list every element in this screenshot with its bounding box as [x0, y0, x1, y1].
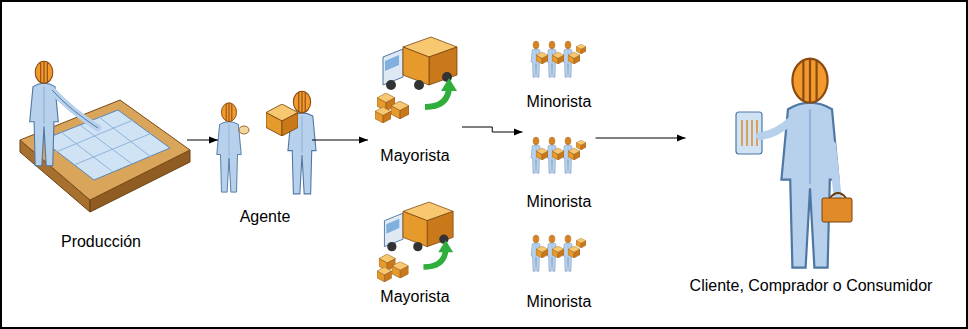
flow-arrow	[462, 127, 523, 132]
agent-icon	[217, 91, 316, 194]
node-label: Cliente, Comprador o Consumidor	[690, 277, 933, 295]
retailer-icon	[531, 137, 586, 173]
node-label: Agente	[240, 208, 291, 226]
actor-node: Mayorista	[368, 195, 462, 306]
wholesaler-truck	[377, 202, 453, 282]
retailer-icon	[531, 41, 586, 77]
node-label: Producción	[61, 233, 141, 251]
actor-node: Minorista	[523, 132, 596, 211]
node-label: Minorista	[527, 93, 592, 111]
node-label: Mayorista	[380, 288, 449, 306]
actor-node: Agente	[218, 85, 312, 226]
flow-arrow	[187, 140, 218, 141]
flow-arrow	[312, 140, 368, 141]
wholesaler-truck	[375, 37, 457, 123]
actor-node: Producción	[15, 55, 187, 251]
node-label: Minorista	[527, 193, 592, 211]
actor-node: Cliente, Comprador o Consumidor	[686, 50, 937, 295]
customer-icon	[736, 59, 852, 268]
actor-node: Minorista	[523, 228, 596, 311]
flow-arrow	[596, 138, 686, 139]
retailer-icon	[531, 235, 586, 271]
node-label: Mayorista	[380, 147, 449, 165]
actor-node: Minorista	[523, 36, 596, 111]
actor-node: Mayorista	[368, 30, 462, 165]
node-label: Minorista	[527, 293, 592, 311]
production-icon	[20, 61, 190, 212]
